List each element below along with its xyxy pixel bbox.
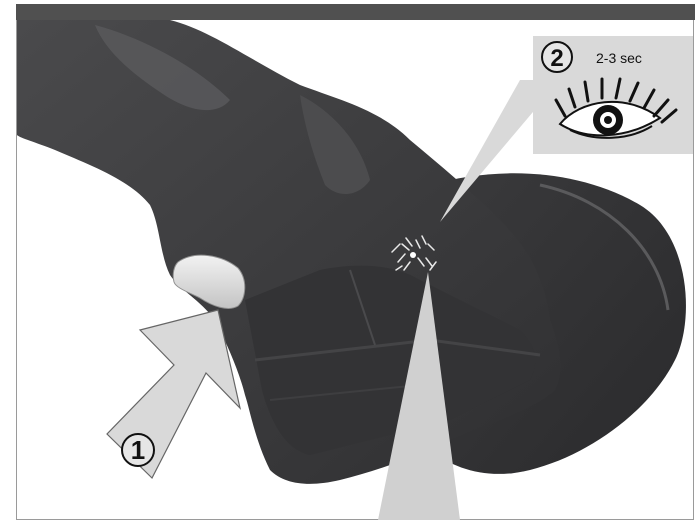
step-2-badge: 2 <box>542 42 572 72</box>
top-bar <box>16 4 695 20</box>
step-1-badge: 1 <box>122 434 154 466</box>
step-2-duration: 2-3 sec <box>596 50 642 66</box>
step-2-number: 2 <box>550 45 563 72</box>
step-1-number: 1 <box>131 435 145 465</box>
